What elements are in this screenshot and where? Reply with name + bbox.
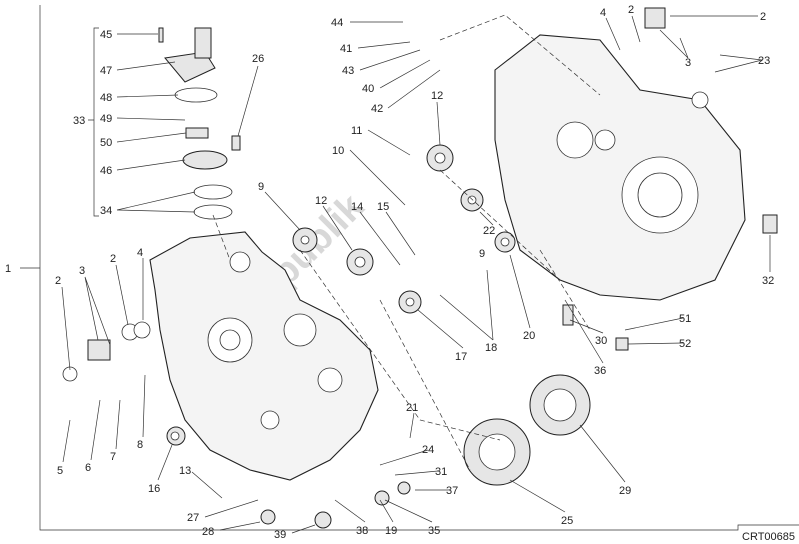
callout-label: 16 (148, 483, 160, 495)
callout-label: 19 (385, 525, 397, 537)
callout-label: 40 (362, 83, 374, 95)
callout-label: 9 (258, 181, 264, 193)
callout-label: 29 (619, 485, 631, 497)
callout-label: 36 (594, 365, 606, 377)
callout-label: 5 (57, 465, 63, 477)
diagram-code: CRT00685 (742, 531, 795, 543)
callout-label: 2 (628, 4, 634, 16)
callout-label: 49 (100, 113, 112, 125)
callout-label: 42 (371, 103, 383, 115)
callout-label: 12 (431, 90, 443, 102)
leader-lines (61, 15, 771, 534)
bearings (62, 7, 778, 529)
callout-label: 25 (561, 515, 573, 527)
callout-label: 20 (523, 330, 535, 342)
callout-label: 26 (252, 53, 264, 65)
left-crankcase-half (149, 231, 379, 481)
callout-label: 6 (85, 462, 91, 474)
callout-label: 2 (55, 275, 61, 287)
callout-label: 27 (187, 512, 199, 524)
callout-label: 43 (342, 65, 354, 77)
callout-label: 17 (455, 351, 467, 363)
callout-label: 15 (377, 201, 389, 213)
right-crankcase-half (494, 34, 746, 301)
callout-label: 34 (100, 205, 112, 217)
callout-label: 12 (315, 195, 327, 207)
assembly-lines (212, 14, 601, 471)
callout-label: 30 (595, 335, 607, 347)
callout-label: 1 (5, 263, 11, 275)
callout-label: 33 (73, 115, 85, 127)
callout-label: 37 (446, 485, 458, 497)
callout-label: 45 (100, 29, 112, 41)
callout-label: 22 (483, 225, 495, 237)
callout-label: 3 (685, 57, 691, 69)
callout-label: 23 (758, 55, 770, 67)
callout-label: 14 (351, 201, 363, 213)
diagram-frame (39, 5, 799, 531)
callout-label: 3 (79, 265, 85, 277)
callout-label: 32 (762, 275, 774, 287)
callout-label: 38 (356, 525, 368, 537)
callout-label: 44 (331, 17, 343, 29)
callout-label: 10 (332, 145, 344, 157)
callout-label: 18 (485, 342, 497, 354)
callout-label: 47 (100, 65, 112, 77)
callout-label: 50 (100, 137, 112, 149)
callout-label: 4 (137, 247, 143, 259)
callout-label: 51 (679, 313, 691, 325)
callout-label: 39 (274, 529, 286, 541)
callout-label: 2 (110, 253, 116, 265)
callout-label: 28 (202, 526, 214, 538)
callout-label: 24 (422, 444, 434, 456)
callout-label: 48 (100, 92, 112, 104)
callout-label: 52 (679, 338, 691, 350)
callout-label: 7 (110, 451, 116, 463)
callout-label: 4 (600, 7, 606, 19)
callout-label: 9 (479, 248, 485, 260)
callout-label: 21 (406, 402, 418, 414)
pump-cover-assembly (158, 27, 241, 220)
callout-label: 2 (760, 11, 766, 23)
callout-label: 31 (435, 466, 447, 478)
callout-label: 8 (137, 439, 143, 451)
callout-label: 41 (340, 43, 352, 55)
callout-label: 35 (428, 525, 440, 537)
callout-label: 13 (179, 465, 191, 477)
callout-label: 46 (100, 165, 112, 177)
callout-labels: 45 47 48 49 33 50 46 34 26 44 41 43 40 4… (5, 4, 795, 543)
callout-label: 11 (351, 125, 362, 137)
